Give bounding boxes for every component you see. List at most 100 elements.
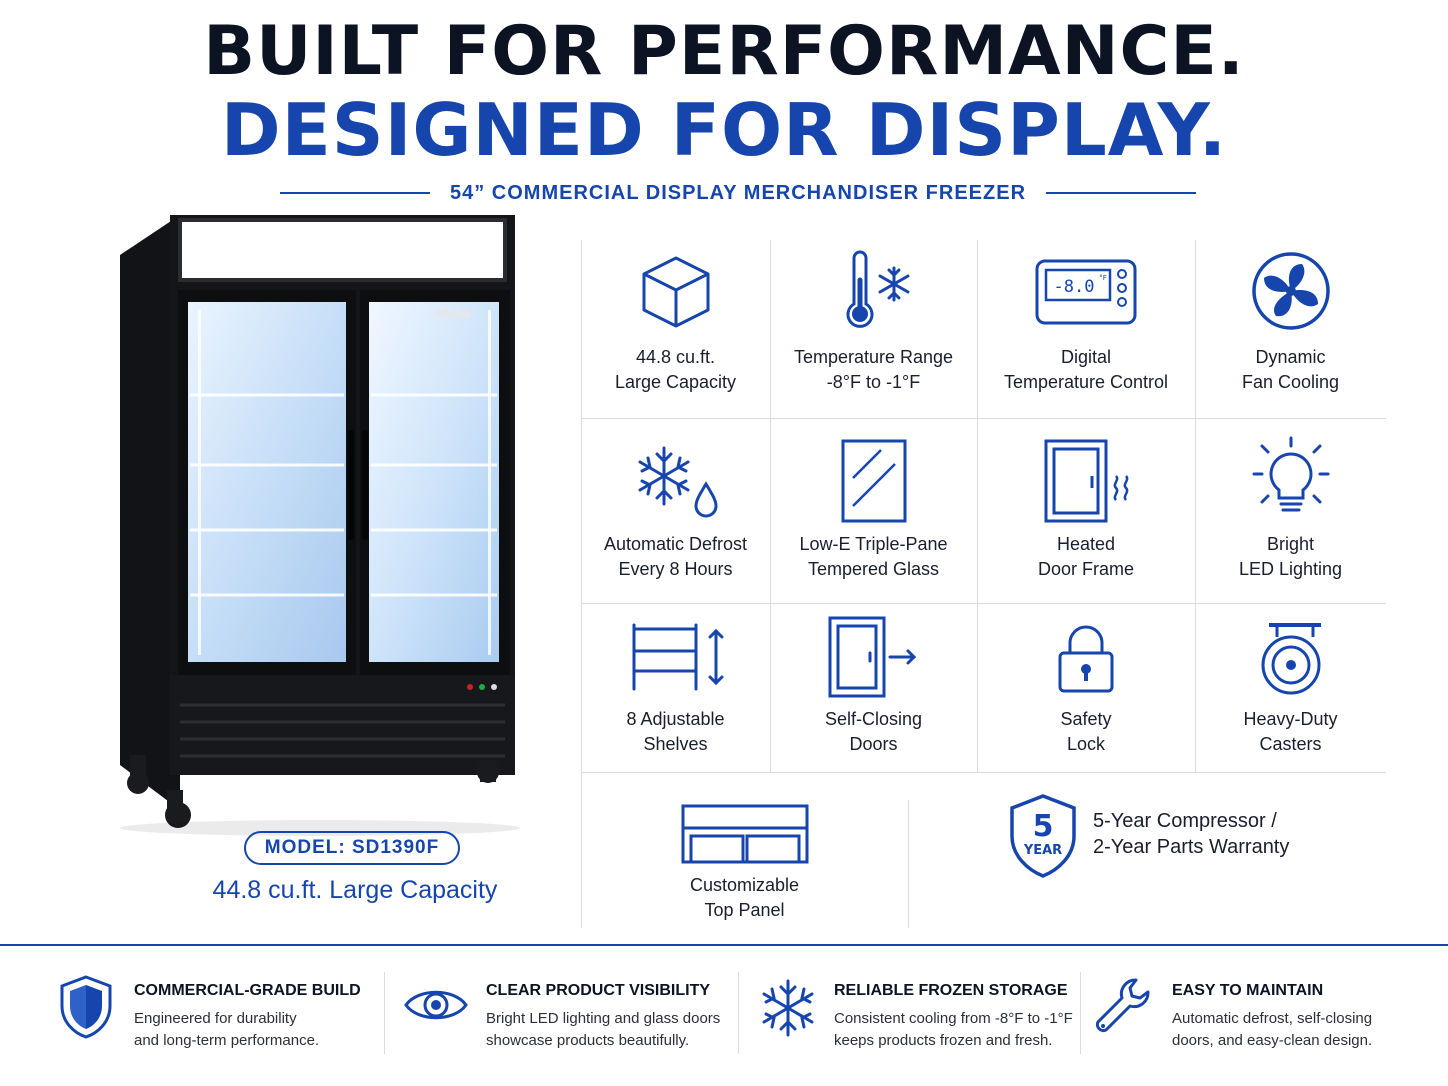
feature-label-line1: Heated [1056, 534, 1116, 554]
cube-icon [642, 256, 709, 328]
feature-label-line1: Safety [1060, 709, 1112, 729]
feature-label-line1: 8 Adjustable [626, 709, 725, 729]
benefit-desc-line2: showcase products beautifully. [486, 1032, 690, 1049]
fan-icon [1251, 252, 1330, 330]
grid-divider [770, 240, 771, 772]
benefit-desc-line1: Bright LED lighting and glass doors [486, 1010, 721, 1027]
warranty-shield-icon: 5 YEAR [1010, 794, 1076, 878]
grid-divider [581, 772, 1386, 773]
feature-label-line2: Shelves [643, 734, 708, 754]
subtitle-text: 54” COMMERCIAL DISPLAY MERCHANDISER FREE… [449, 181, 1027, 204]
benefit-description: Bright LED lighting and glass doors show… [486, 1008, 720, 1052]
feature-label-line1: Digital [1060, 347, 1112, 367]
benefit-clear-visibility: CLEAR PRODUCT VISIBILITY Bright LED ligh… [402, 968, 732, 1058]
feature-label-line2: Top Panel [704, 900, 785, 920]
benefit-desc-line1: Consistent cooling from -8°F to -1°F [834, 1010, 1073, 1027]
benefit-easy-maintain: EASY TO MAINTAIN Automatic defrost, self… [1092, 968, 1392, 1058]
benefit-description: Engineered for durability and long-term … [134, 1008, 319, 1052]
eye-icon [404, 990, 468, 1020]
benefit-title: RELIABLE FROZEN STORAGE [834, 982, 1068, 999]
padlock-icon [1058, 625, 1114, 693]
digital-display-icon: -8.0 °F [1035, 259, 1137, 325]
subtitle-rule-left [280, 192, 430, 194]
grid-divider [581, 418, 1386, 419]
feature-label-line2: Temperature Control [1003, 372, 1169, 392]
warranty-line2: 2-Year Parts Warranty [1093, 836, 1290, 858]
benefit-separator [738, 972, 739, 1054]
feature-label-line1: 44.8 cu.ft. [635, 347, 716, 367]
feature-label-line2: Tempered Glass [807, 559, 940, 579]
warranty-text: 5-Year Compressor / 2-Year Parts Warrant… [1093, 808, 1289, 860]
benefit-description: Consistent cooling from -8°F to -1°F kee… [834, 1008, 1073, 1052]
feature-label-line1: Automatic Defrost [603, 534, 748, 554]
subtitle-bar: 54” COMMERCIAL DISPLAY MERCHANDISER FREE… [280, 178, 1197, 208]
warranty-word: YEAR [1023, 843, 1062, 858]
benefit-desc-line1: Automatic defrost, self-closing [1172, 1010, 1373, 1027]
feature-label-line2: Every 8 Hours [618, 559, 733, 579]
top-panel-icon [681, 804, 808, 864]
grid-divider [581, 240, 582, 928]
warranty-number: 5 [1033, 809, 1054, 844]
feature-label-line1: Bright [1266, 534, 1315, 554]
display-unit: °F [1099, 274, 1107, 282]
shelves-icon [632, 623, 723, 691]
grid-divider [581, 603, 1386, 604]
shield-icon [60, 975, 112, 1039]
feature-label-line2: Fan Cooling [1241, 372, 1340, 392]
benefit-title: COMMERCIAL-GRADE BUILD [134, 982, 361, 999]
headline-secondary: DESIGNED FOR DISPLAY. [220, 88, 1228, 172]
snowflake-icon [762, 979, 814, 1037]
benefit-commercial-grade: COMMERCIAL-GRADE BUILD Engineered for du… [58, 968, 378, 1058]
feature-label-line1: Temperature Range [793, 347, 954, 367]
benefit-desc-line1: Engineered for durability [134, 1010, 297, 1027]
benefit-desc-line2: and long-term performance. [134, 1032, 320, 1049]
snowflake-droplet-icon [638, 446, 718, 518]
feature-label-line2: -8°F to -1°F [826, 372, 921, 392]
caster-wheel-icon [1261, 623, 1321, 695]
freezer-product-image [120, 215, 520, 836]
benefit-desc-line2: doors, and easy-clean design. [1172, 1032, 1373, 1049]
feature-capacity: 44.8 cu.ft. Large Capacity [581, 240, 770, 418]
feature-label-line2: Casters [1259, 734, 1322, 754]
feature-label-line2: Lock [1066, 734, 1106, 754]
benefit-frozen-storage: RELIABLE FROZEN STORAGE Consistent cooli… [758, 968, 1078, 1058]
benefit-desc-line2: keeps products frozen and fresh. [834, 1032, 1053, 1049]
benefit-title: CLEAR PRODUCT VISIBILITY [486, 982, 711, 999]
headline-primary: BUILT FOR PERFORMANCE. [203, 12, 1245, 91]
feature-label-line1: Low-E Triple-Pane [799, 534, 948, 554]
display-readout: -8.0 [1054, 277, 1095, 297]
model-badge: MODEL: SD1390F [244, 831, 460, 865]
benefit-separator [1080, 972, 1081, 1054]
capacity-caption: 44.8 cu.ft. Large Capacity [212, 876, 498, 904]
glass-pane-icon [841, 439, 906, 523]
benefit-title: EASY TO MAINTAIN [1172, 982, 1324, 999]
feature-label-line1: Dynamic [1255, 347, 1326, 367]
feature-label-line2: Doors [849, 734, 898, 754]
grid-divider [908, 800, 909, 928]
heated-door-icon [1044, 439, 1129, 523]
feature-label-line1: Heavy-Duty [1243, 709, 1338, 729]
feature-label-line2: Large Capacity [614, 372, 737, 392]
benefit-description: Automatic defrost, self-closing doors, a… [1172, 1008, 1372, 1052]
benefit-separator [384, 972, 385, 1054]
thermometer-snowflake-icon [846, 250, 909, 328]
grid-divider [1195, 240, 1196, 772]
benefits-divider [0, 944, 1448, 946]
light-bulb-icon [1252, 436, 1329, 512]
feature-label-line1: Self-Closing [824, 709, 923, 729]
wrench-icon [1095, 978, 1150, 1033]
self-closing-door-icon [828, 616, 916, 698]
feature-label-line2: Door Frame [1037, 559, 1135, 579]
feature-label-line1: Customizable [689, 875, 800, 895]
